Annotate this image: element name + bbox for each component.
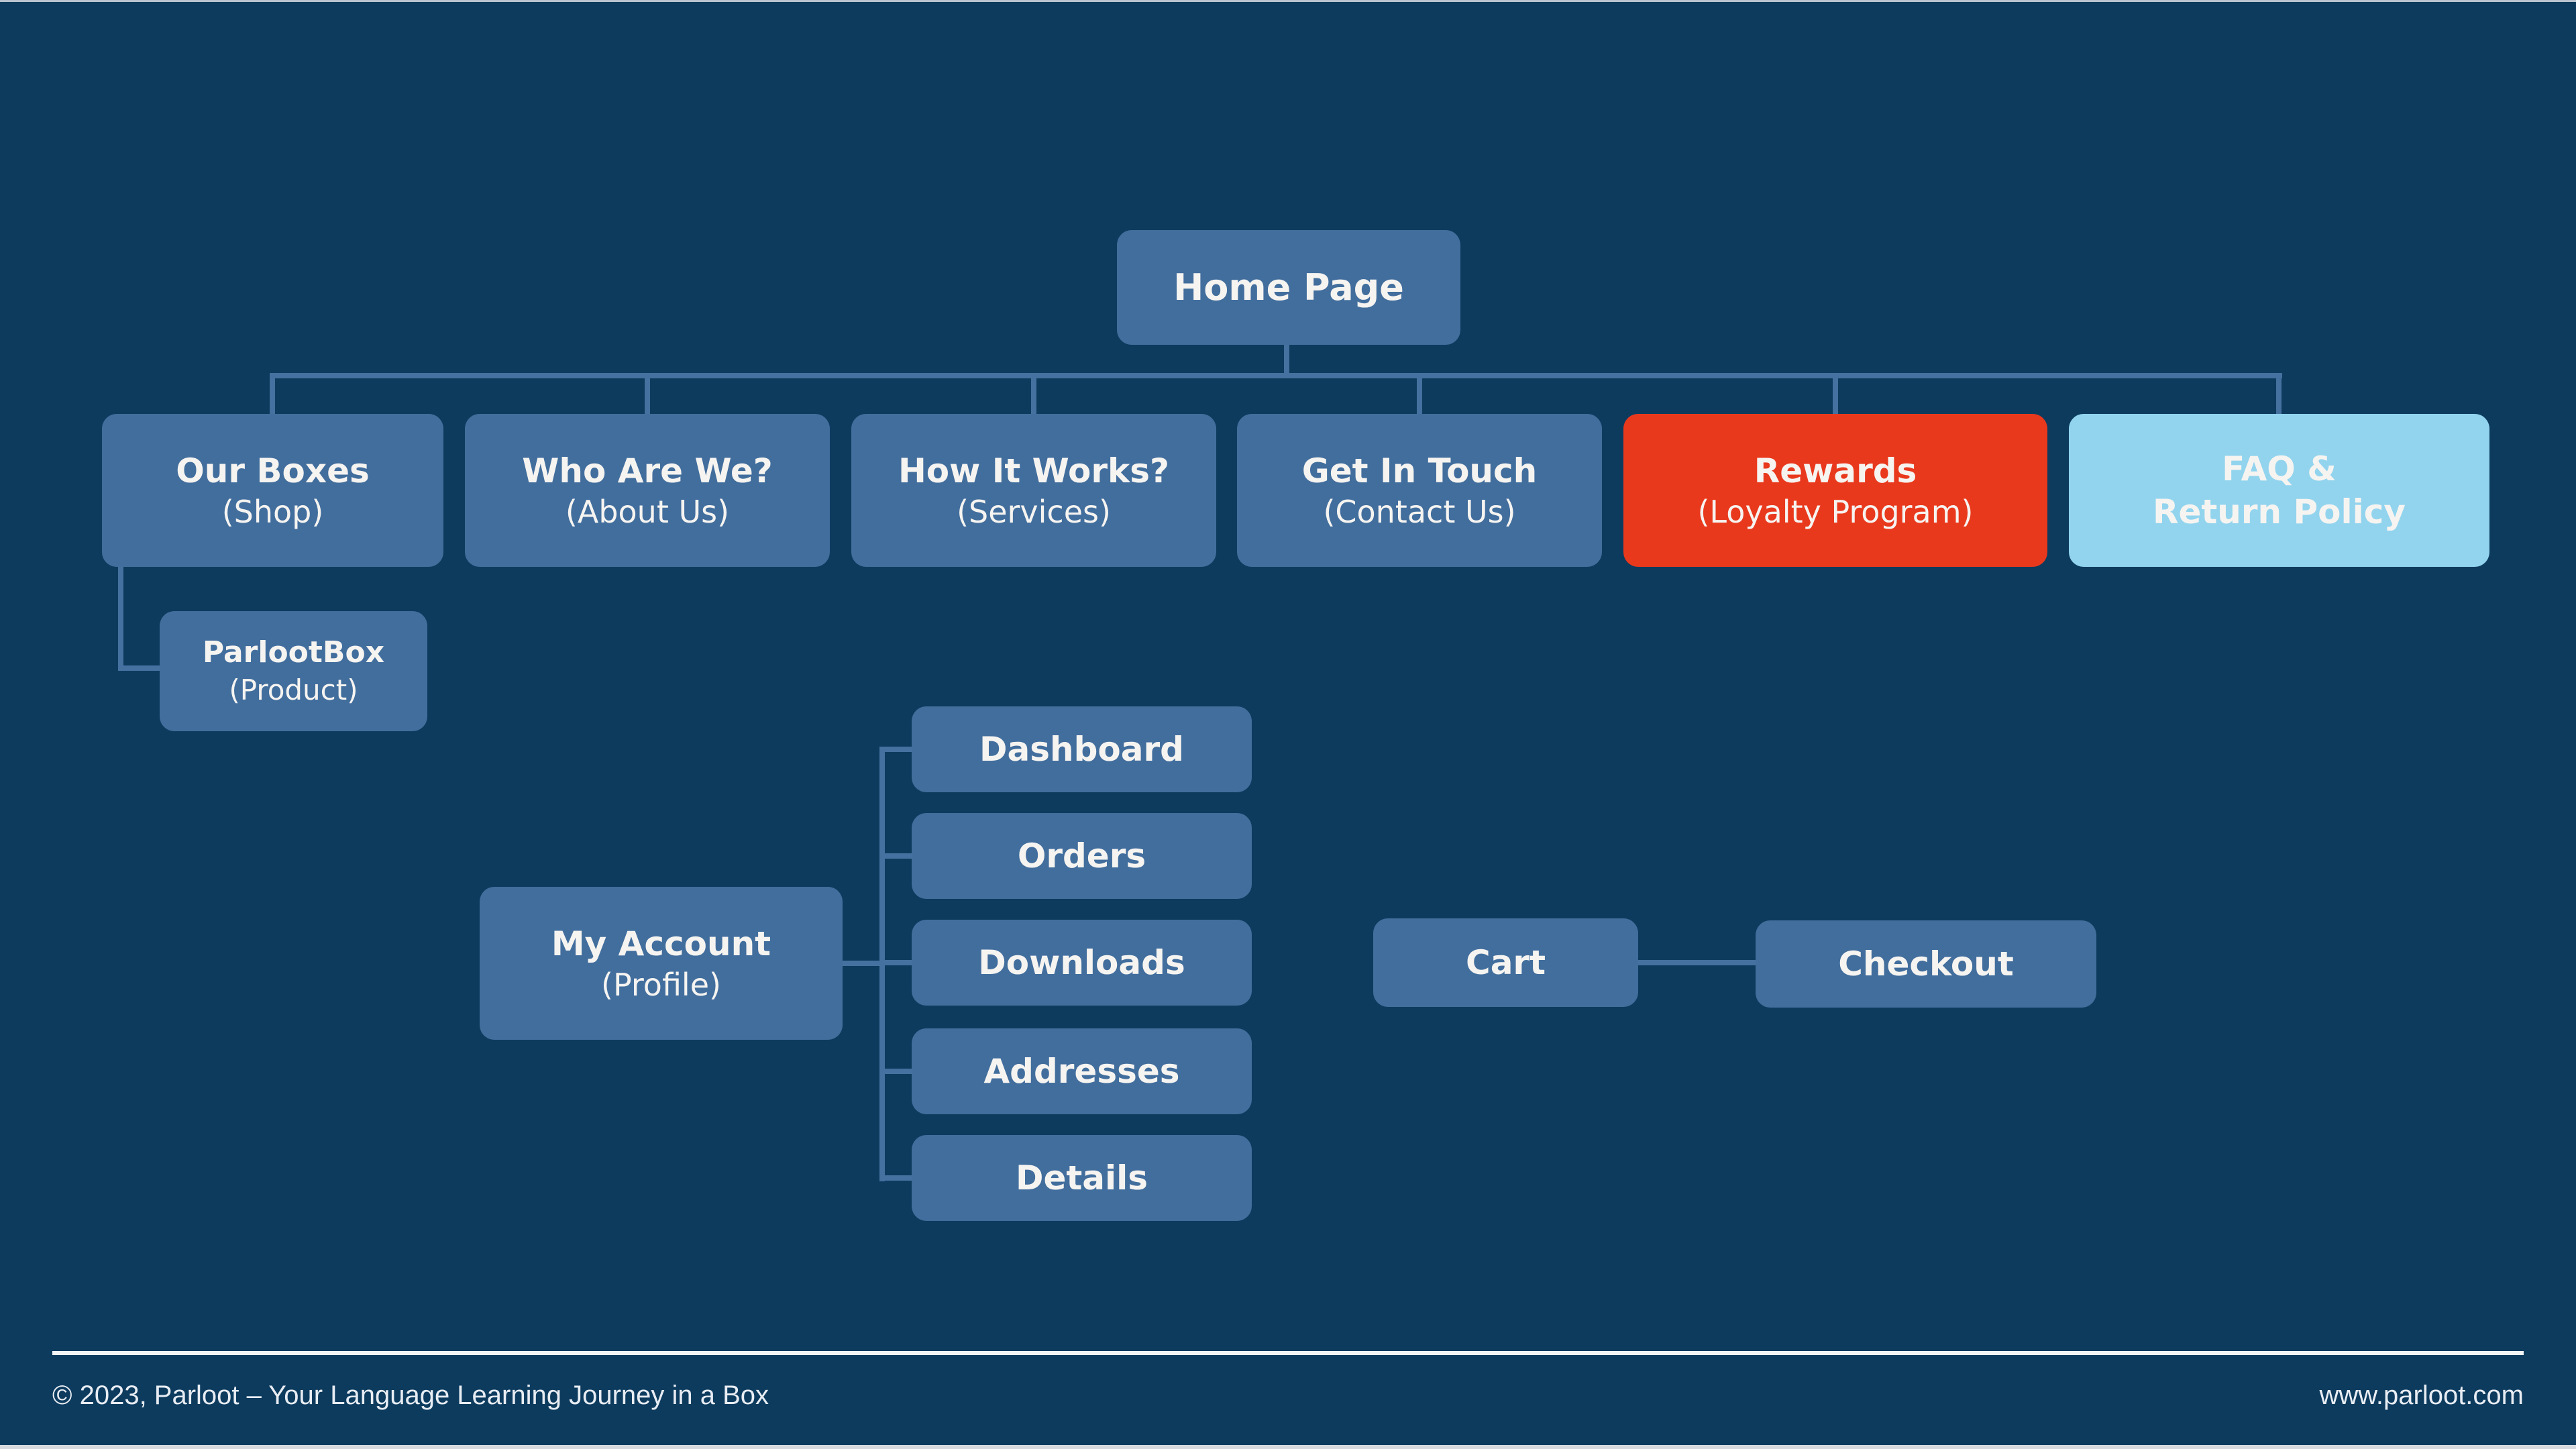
connector-stub-downloads [879,960,914,965]
node-orders: Orders [912,813,1252,899]
node-dashboard: Dashboard [912,706,1252,792]
node-title: Our Boxes [176,451,370,490]
connector-stub-get-in-touch [1417,373,1422,416]
node-title: FAQ & [2222,449,2337,488]
node-label: Cart [1466,943,1546,982]
node-title: My Account [551,924,771,963]
node-our-boxes: Our Boxes (Shop) [102,414,443,567]
node-checkout: Checkout [1756,920,2096,1008]
node-my-account: My Account (Profile) [480,887,843,1040]
node-cart: Cart [1373,918,1638,1007]
node-title: Who Are We? [522,451,773,490]
node-details: Details [912,1135,1252,1221]
footer-copyright: © 2023, Parloot – Your Language Learning… [52,1381,769,1410]
top-edge-strip [0,0,2576,2]
connector-stub-orders [879,853,914,859]
connector-home-to-row [1284,342,1289,377]
connector-stub-rewards [1833,373,1838,416]
node-title: Home Page [1173,266,1404,309]
connector-ourboxes-product-vertical [118,567,123,671]
connector-stub-our-boxes [270,373,275,416]
node-rewards: Rewards (Loyalty Program) [1623,414,2047,567]
node-faq-return-policy: FAQ & Return Policy [2069,414,2489,567]
connector-stub-how-it-works [1031,373,1036,416]
node-get-in-touch: Get In Touch (Contact Us) [1237,414,1602,567]
node-label: Orders [1017,837,1146,875]
node-label: Downloads [978,943,1185,982]
node-how-it-works: How It Works? (Services) [851,414,1216,567]
node-label: Dashboard [979,730,1184,769]
node-home-page: Home Page [1117,230,1460,345]
connector-stub-details [879,1175,914,1181]
node-subtitle: (About Us) [565,493,730,530]
node-parlootbox: ParlootBox (Product) [160,611,427,731]
footer-divider [52,1351,2524,1355]
node-title: Get In Touch [1301,451,1538,490]
footer-website-url: www.parloot.com [2319,1381,2524,1410]
node-label: Checkout [1838,945,2014,983]
node-subtitle: (Services) [957,493,1111,530]
connector-cart-to-checkout [1638,960,1756,965]
node-title: ParlootBox [202,635,385,670]
connector-stub-dashboard [879,747,914,752]
node-label: Details [1015,1159,1148,1197]
node-subtitle: (Contact Us) [1323,493,1516,530]
node-title: Rewards [1754,451,1917,490]
node-subtitle: (Shop) [221,493,324,530]
connector-stub-addresses [879,1069,914,1074]
connector-stub-faq [2276,373,2282,416]
node-addresses: Addresses [912,1028,1252,1114]
node-downloads: Downloads [912,920,1252,1006]
node-subtitle: Return Policy [2152,492,2406,531]
connector-account-to-trunk [843,961,883,966]
node-subtitle: (Profile) [601,966,721,1003]
connector-ourboxes-product-horizontal [118,665,162,671]
node-subtitle: (Product) [229,673,358,706]
connector-stub-who-are-we [645,373,650,416]
node-who-are-we: Who Are We? (About Us) [465,414,830,567]
node-label: Addresses [983,1052,1180,1091]
node-subtitle: (Loyalty Program) [1697,493,1974,530]
node-title: How It Works? [898,451,1170,490]
bottom-edge-strip [0,1445,2576,1449]
connector-main-horizontal [270,373,2282,378]
